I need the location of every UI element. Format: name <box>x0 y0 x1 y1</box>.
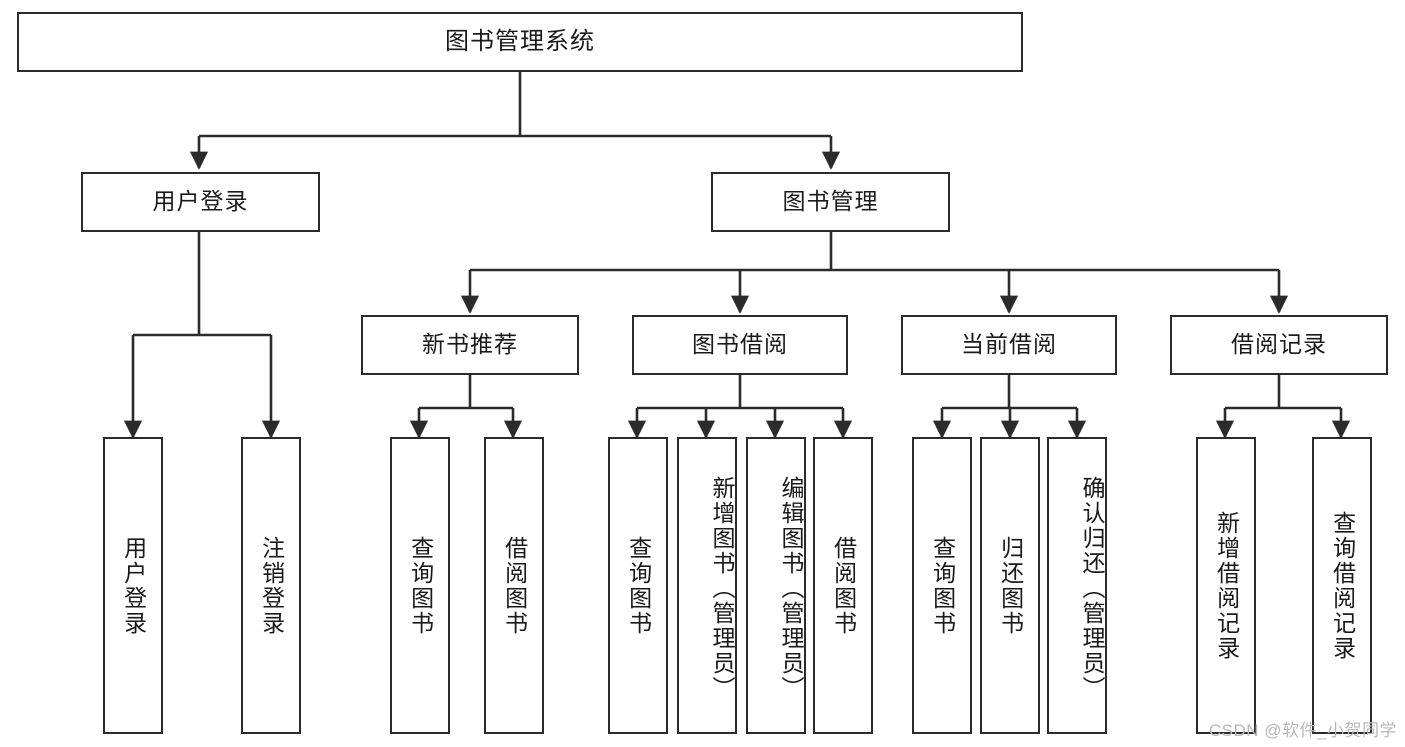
node-leaf-query-record-label: 查询借阅记录 <box>1329 510 1356 661</box>
node-leaf-query-record[interactable]: 查询借阅记录 <box>1312 437 1372 734</box>
node-current-borrow-label: 当前借阅 <box>961 331 1057 358</box>
node-leaf-query-book-3[interactable]: 查询图书 <box>912 437 972 734</box>
node-root[interactable]: 图书管理系统 <box>17 12 1023 72</box>
node-leaf-user-login-label: 用户登录 <box>120 535 147 636</box>
node-leaf-query-book-1-label: 查询图书 <box>407 535 434 636</box>
node-leaf-edit-book-label: 编辑图书（管理员） <box>778 476 804 701</box>
node-user-login[interactable]: 用户登录 <box>81 172 320 232</box>
csdn-watermark: CSDN @软件_小贺同学 <box>1208 721 1397 740</box>
node-leaf-borrow-book-1[interactable]: 借阅图书 <box>484 437 544 734</box>
node-borrow-record[interactable]: 借阅记录 <box>1170 315 1388 375</box>
node-leaf-query-book-1[interactable]: 查询图书 <box>390 437 450 734</box>
node-new-book-rec[interactable]: 新书推荐 <box>361 315 579 375</box>
node-root-label: 图书管理系统 <box>445 27 595 55</box>
node-leaf-add-book-label: 新增图书（管理员） <box>709 476 735 701</box>
node-leaf-query-book-3-label: 查询图书 <box>929 535 956 636</box>
node-leaf-user-login[interactable]: 用户登录 <box>103 437 163 734</box>
node-leaf-return-book[interactable]: 归还图书 <box>980 437 1040 734</box>
node-leaf-add-book[interactable]: 新增图书（管理员） <box>677 437 737 734</box>
node-book-borrow-label: 图书借阅 <box>692 331 788 358</box>
node-leaf-logout[interactable]: 注销登录 <box>241 437 301 734</box>
node-leaf-add-record[interactable]: 新增借阅记录 <box>1196 437 1256 734</box>
node-leaf-borrow-book-2-label: 借阅图书 <box>830 535 857 636</box>
node-new-book-rec-label: 新书推荐 <box>422 331 518 358</box>
node-leaf-borrow-book-2[interactable]: 借阅图书 <box>813 437 873 734</box>
node-leaf-confirm-return[interactable]: 确认归还（管理员） <box>1047 437 1107 734</box>
node-book-borrow[interactable]: 图书借阅 <box>632 315 848 375</box>
node-user-login-label: 用户登录 <box>152 188 249 215</box>
node-leaf-logout-label: 注销登录 <box>258 535 285 636</box>
node-leaf-query-book-2[interactable]: 查询图书 <box>608 437 668 734</box>
node-leaf-return-book-label: 归还图书 <box>997 535 1024 636</box>
node-borrow-record-label: 借阅记录 <box>1231 331 1327 358</box>
node-book-manage[interactable]: 图书管理 <box>711 172 950 232</box>
node-leaf-add-record-label: 新增借阅记录 <box>1213 510 1240 661</box>
node-leaf-edit-book[interactable]: 编辑图书（管理员） <box>746 437 806 734</box>
node-leaf-borrow-book-1-label: 借阅图书 <box>501 535 528 636</box>
node-book-manage-label: 图书管理 <box>782 188 879 215</box>
node-leaf-confirm-return-label: 确认归还（管理员） <box>1079 476 1105 701</box>
node-leaf-query-book-2-label: 查询图书 <box>625 535 652 636</box>
node-current-borrow[interactable]: 当前借阅 <box>901 315 1117 375</box>
